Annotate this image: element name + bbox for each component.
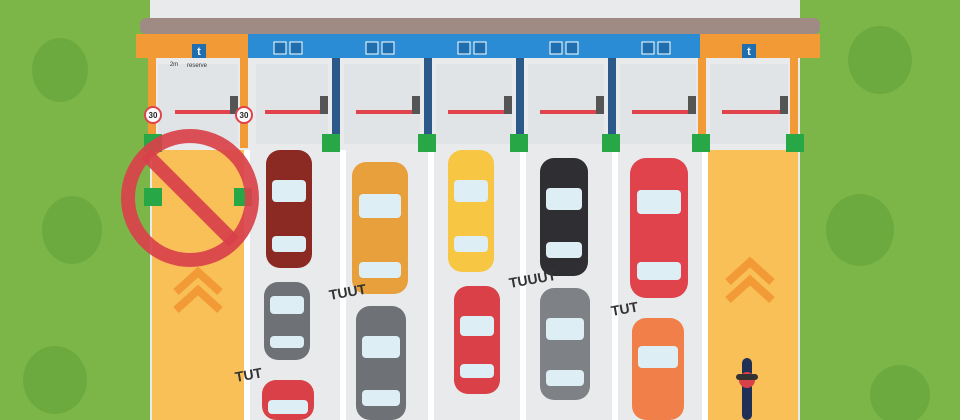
barriers [175,110,780,114]
car-silver [540,288,590,400]
car-dark-red [266,150,312,268]
svg-text:30: 30 [149,111,158,120]
tree-shapes [23,26,930,420]
speed-limit-icon: 30 30 [144,106,253,124]
horn-text-1: TUUT [328,281,368,303]
booth-pillars [148,58,798,148]
toll-t-icon: t t [192,44,756,58]
car-yellow [448,150,494,272]
svg-text:30: 30 [240,111,249,120]
traffic-lights [230,96,788,114]
horn-text-4: TUT [234,364,264,385]
svg-text:t: t [747,46,751,58]
car-orange-bottom [632,318,684,420]
car-grey [356,306,406,420]
car-red [454,286,500,394]
chevron-up-icon [173,256,775,313]
height-label: 2m [170,62,178,68]
motorcycle-icon [736,358,758,420]
toll-booths [158,64,788,144]
car-red-van [630,158,688,298]
no-entry-icon [121,129,259,267]
cars [262,150,688,420]
car-grey-small [264,282,310,360]
car-black [540,158,588,276]
lane-dividers [244,150,708,420]
reserve-label: reserve [187,63,208,69]
canopy-roof [140,18,820,34]
car-orange [352,162,408,294]
car-red-bottom [262,380,314,420]
horn-text-3: TUT [610,298,640,319]
svg-text:t: t [197,46,201,58]
canopy-right-orange [700,34,820,58]
canopy-lane-icons [273,41,671,55]
